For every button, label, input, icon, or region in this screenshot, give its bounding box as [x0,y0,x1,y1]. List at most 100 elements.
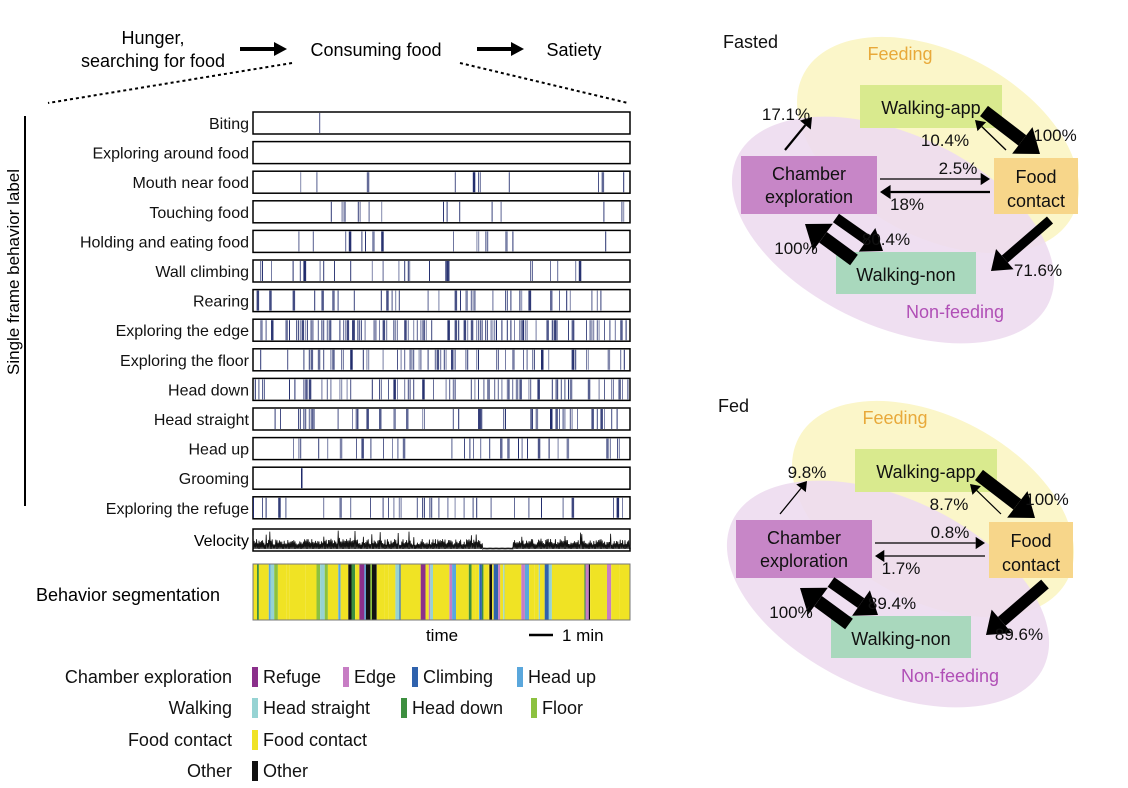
behavior-event-mark [422,409,424,429]
behavior-event-mark [305,320,307,341]
behavior-event-mark [492,320,494,341]
behavior-event-mark [262,379,263,400]
segment-block [258,564,269,620]
behavior-event-mark [573,349,575,370]
behavior-event-mark [447,261,450,281]
segment-block [305,564,317,620]
behavior-event-mark [532,349,533,370]
behavior-event-mark [485,231,487,252]
behavior-event-mark [541,497,542,518]
behavior-event-mark [480,438,482,459]
node-food-label-2: contact [1007,191,1065,211]
scale-bar-label: 1 min [562,626,604,645]
behavior-event-mark [413,349,415,370]
behavior-event-mark [379,320,380,341]
behavior-event-mark [292,290,296,311]
behavior-event-mark [559,290,560,311]
behavior-event-mark [445,349,447,370]
y-axis-label: Single frame behavior label [4,169,23,375]
raster-row-box [252,200,631,224]
behavior-event-mark [427,349,429,370]
behavior-event-mark [463,497,465,518]
behavior-event-mark [459,201,461,222]
behavior-event-mark [292,261,294,281]
behavior-event-mark [341,201,343,222]
behavior-event-mark [350,349,353,370]
behavior-event-mark [476,320,478,341]
behavior-event-mark [371,261,373,281]
segment-block [504,564,522,620]
behavior-event-mark [355,409,359,429]
behavior-event-mark [463,320,467,341]
behavior-event-mark [496,320,497,341]
behavior-event-mark [550,409,553,429]
behavior-event-mark [497,379,499,400]
transition-label-food-to-walkapp: 10.4% [921,131,969,150]
behavior-event-mark [607,349,611,370]
stage-arrow-1-head [274,42,287,56]
segment-block [364,564,366,620]
raster-row-box [252,436,631,461]
behavior-event-mark [422,320,425,341]
behavior-event-mark [293,438,294,459]
raster-row-box [252,259,631,283]
behavior-event-mark [343,320,344,341]
behavior-event-mark [507,438,510,459]
behavior-event-mark [407,320,409,341]
behavior-event-mark [478,409,481,429]
behavior-event-mark [372,231,375,252]
behavior-event-mark [521,438,523,459]
segment-block [355,564,360,620]
legend-group-label: Chamber exploration [65,667,232,687]
behavior-event-mark [393,379,396,400]
behavior-event-mark [467,320,469,341]
behavior-event-mark [443,201,444,222]
row-label: Mouth near food [132,175,249,192]
behavior-event-mark [307,320,308,341]
behavior-event-mark [557,261,559,281]
behavior-event-mark [289,320,290,341]
behavior-event-mark [366,172,370,193]
behavior-event-mark [339,438,343,459]
behavior-event-mark [523,349,524,370]
behavior-event-mark [398,290,400,311]
behavior-event-mark [327,438,329,459]
behavior-event-mark [480,172,481,193]
behavior-event-mark [478,172,480,193]
behavior-event-mark [265,497,267,518]
segment-block [498,564,501,620]
segment-block [274,564,278,620]
behavior-event-mark [404,261,406,281]
behavior-event-mark [562,497,564,518]
behavior-event-mark [393,409,396,429]
behavior-event-mark [368,349,370,370]
behavior-event-mark [586,349,587,370]
behavior-event-mark [613,379,614,400]
behavior-event-mark [617,438,618,459]
behavior-event-mark [300,172,302,193]
behavior-event-mark [341,379,343,400]
segment-block [468,564,472,620]
behavior-event-mark [397,379,398,400]
behavior-event-mark [458,409,460,429]
behavior-event-mark [438,290,440,311]
behavior-event-mark [346,320,350,341]
legend-group-label: Food contact [128,730,232,750]
behavior-event-mark [528,290,531,311]
arrow-food-to-walknon [1001,216,1054,263]
behavior-event-mark [397,349,398,370]
behavior-event-mark [598,379,600,400]
velocity-trace [252,530,631,551]
behavior-event-mark [260,261,262,281]
segment-block [400,564,416,620]
behavior-event-mark [294,379,296,400]
arrow-chamber-to-walknon [827,577,865,608]
behavior-event-mark [521,290,523,311]
behavior-event-mark [537,379,540,400]
behavior-event-mark [604,409,605,429]
behavior-event-mark [460,290,461,311]
behavior-event-mark [530,261,532,281]
behavior-event-mark [575,349,577,370]
behavior-event-mark [298,409,299,429]
